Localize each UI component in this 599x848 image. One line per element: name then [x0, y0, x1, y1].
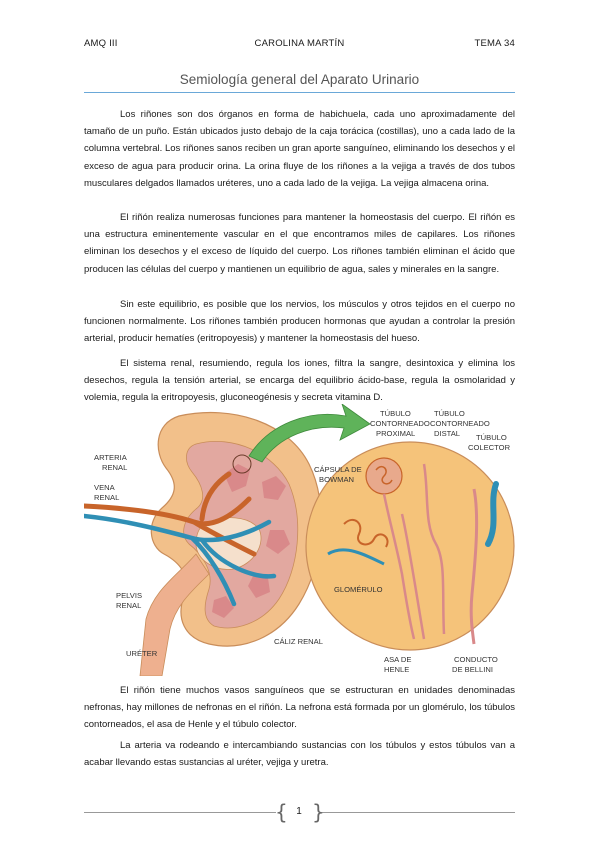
title-underline: [84, 92, 515, 93]
paragraph-5: El riñón tiene muchos vasos sanguíneos q…: [84, 685, 515, 731]
label-caliz-renal: CÁLIZ RENAL: [274, 637, 323, 646]
label-ureter: URÉTER: [126, 649, 158, 658]
label-tubulo-distal-1: TÚBULO: [434, 409, 465, 418]
label-asa-henle-1: ASA DE: [384, 655, 411, 664]
header-author: CAROLINA MARTÍN: [254, 38, 345, 49]
label-pelvis-renal-1: PELVIS: [116, 591, 142, 600]
label-vena-renal-2: RENAL: [94, 493, 119, 502]
paragraph-2: El riñón realiza numerosas funciones par…: [84, 212, 515, 275]
header-course: AMQ III: [84, 38, 118, 49]
paragraph-1: Los riñones son dos órganos en forma de …: [84, 109, 515, 189]
label-tubulo-colector-2: COLECTOR: [468, 443, 511, 452]
label-capsula-1: CÁPSULA DE: [314, 465, 362, 474]
header-topic: TEMA 34: [474, 38, 515, 49]
footer-rule-right: [322, 812, 515, 813]
kidney-nephron-illustration: ARTERIA RENAL VENA RENAL PELVIS RENAL UR…: [84, 404, 524, 676]
paragraph-3: Sin este equilibrio, es posible que los …: [84, 299, 515, 345]
label-vena-renal-1: VENA: [94, 483, 116, 492]
label-conducto-bellini-2: DE BELLINI: [452, 665, 493, 674]
label-capsula-2: BOWMAN: [319, 475, 354, 484]
label-tubulo-distal-2: CONTORNEADO: [430, 419, 490, 428]
label-arteria-renal-2: RENAL: [102, 463, 127, 472]
document-title: Semiología general del Aparato Urinario: [179, 72, 420, 87]
footer-rule-left: [84, 812, 276, 813]
page-number: 1: [296, 806, 302, 817]
label-tubulo-proximal-3: PROXIMAL: [376, 429, 415, 438]
label-asa-henle-2: HENLE: [384, 665, 409, 674]
label-tubulo-distal-3: DISTAL: [434, 429, 460, 438]
label-glomerulo: GLOMÉRULO: [334, 585, 383, 594]
paragraph-6: La arteria va rodeando e intercambiando …: [84, 740, 515, 769]
page-header: AMQ III CAROLINA MARTÍN TEMA 34: [84, 38, 515, 52]
label-tubulo-colector-1: TÚBULO: [476, 433, 507, 442]
paragraph-4: El sistema renal, resumiendo, regula los…: [84, 358, 515, 404]
label-pelvis-renal-2: RENAL: [116, 601, 141, 610]
label-tubulo-proximal-2: CONTORNEADO: [370, 419, 430, 428]
label-tubulo-proximal-1: TÚBULO: [380, 409, 411, 418]
footer-brace-left: {: [275, 800, 288, 824]
kidney-drawing: [84, 412, 322, 676]
footer-brace-right: }: [312, 800, 325, 824]
nephron-drawing: [305, 441, 515, 651]
zoom-arrow: [248, 404, 371, 463]
label-arteria-renal-1: ARTERIA: [94, 453, 128, 462]
label-conducto-bellini-1: CONDUCTO: [454, 655, 498, 664]
